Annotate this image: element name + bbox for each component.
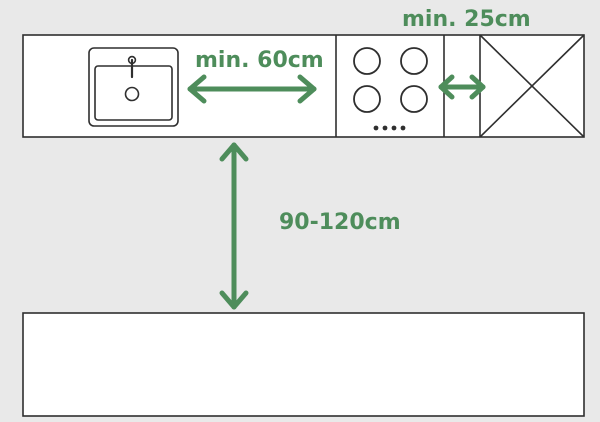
hob-knob <box>400 125 406 131</box>
bottom-counter-outline <box>22 312 585 417</box>
sink-icon <box>88 47 179 127</box>
top-counter <box>22 34 585 138</box>
aisle-width-arrow <box>219 142 249 310</box>
hob-icon <box>353 47 428 131</box>
sink-to-hob-arrow <box>187 74 317 104</box>
hob-burner <box>400 85 428 113</box>
sink-to-hob-label: min. 60cm <box>195 48 324 73</box>
hob-knob <box>391 125 397 131</box>
hob-burner <box>400 47 428 75</box>
hob-to-tall-unit-label: min. 25cm <box>402 7 531 32</box>
hob-burner <box>353 47 381 75</box>
tall-unit-cross-icon <box>479 34 585 138</box>
hob-knob <box>373 125 379 131</box>
hob-burner <box>353 85 381 113</box>
hob-knob <box>382 125 388 131</box>
sink-drain <box>124 86 140 102</box>
hob-to-tall-unit-arrow <box>438 74 486 100</box>
aisle-width-label: 90-120cm <box>279 210 401 235</box>
